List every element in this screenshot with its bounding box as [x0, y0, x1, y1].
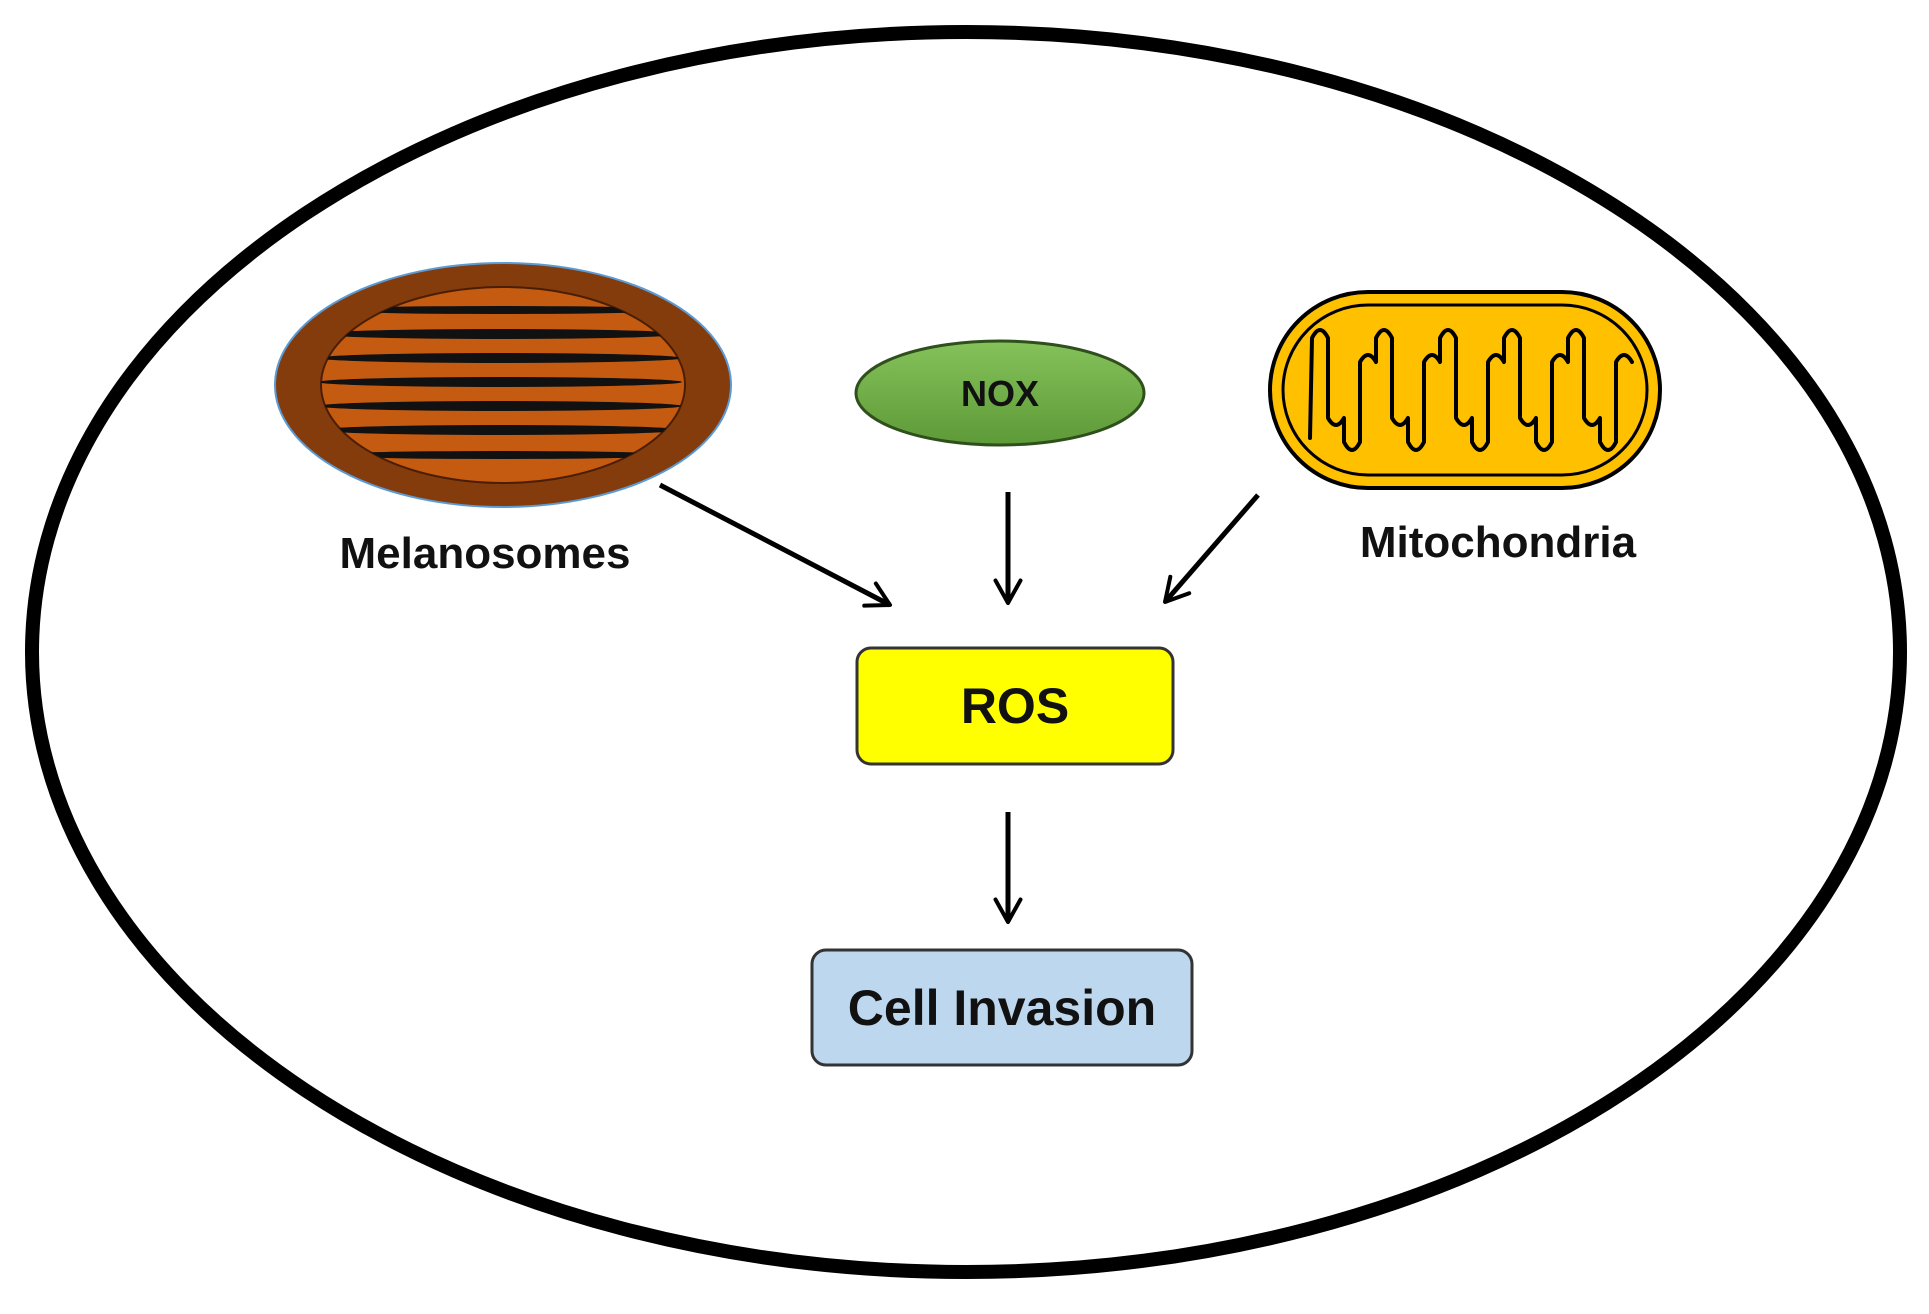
arrow-mitochondria-to-ros	[1163, 493, 1260, 604]
ros-node: ROS	[855, 646, 1175, 766]
melanosome-icon	[274, 262, 732, 508]
mitochondria-icon	[1268, 290, 1662, 490]
cell-invasion-node: Cell Invasion	[810, 948, 1194, 1067]
melanosomes-label: Melanosomes	[340, 529, 631, 578]
arrow-melanosomes-to-ros	[658, 482, 892, 608]
mitochondria-label: Mitochondria	[1360, 518, 1637, 567]
nox-label: NOX	[961, 373, 1039, 414]
cell-invasion-label: Cell Invasion	[848, 980, 1156, 1036]
ros-label: ROS	[961, 678, 1069, 734]
nox-node: NOX	[854, 339, 1146, 447]
